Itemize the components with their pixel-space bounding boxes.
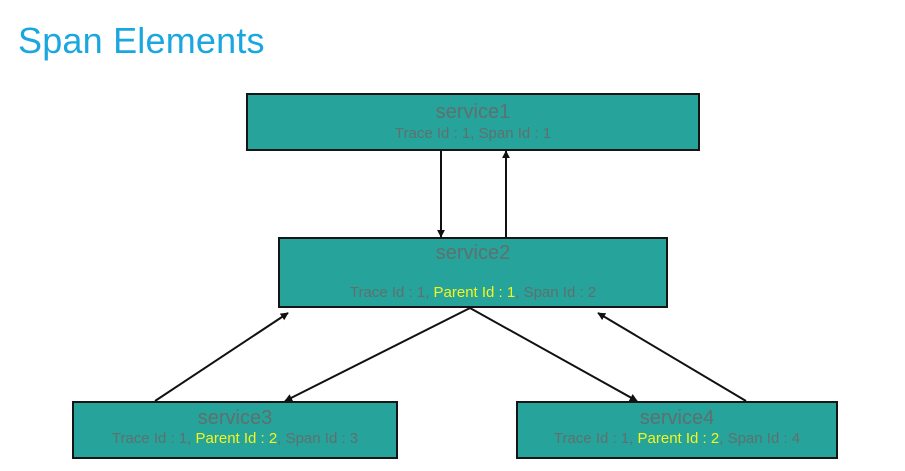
service2-separator-2: , — [515, 284, 524, 301]
service4-ids: Trace Id : 1, Parent Id : 2, Span Id : 4 — [518, 430, 836, 448]
service3-name: service3 — [197, 407, 273, 429]
service4-trace-id: Trace Id : 1 — [553, 430, 630, 447]
service2-ids: Trace Id : 1, Parent Id : 1, Span Id : 2 — [280, 284, 666, 302]
service3-separator-2: , — [277, 430, 286, 447]
service2-parent-id: Parent Id : 1 — [433, 284, 516, 301]
service3-box: service3 Trace Id : 1, Parent Id : 2, Sp… — [72, 401, 398, 459]
edge-service2-to-service3 — [284, 307, 471, 402]
service1-separator: , — [470, 125, 479, 142]
service2-span-id: Span Id : 2 — [523, 284, 597, 301]
page-title: Span Elements — [18, 20, 265, 61]
service1-trace-id: Trace Id : 1 — [394, 125, 471, 142]
service2-box: service2 Trace Id : 1, Parent Id : 1, Sp… — [278, 237, 668, 308]
service4-name: service4 — [639, 407, 715, 429]
service4-parent-id: Parent Id : 2 — [637, 430, 720, 447]
service1-ids: Trace Id : 1, Span Id : 1 — [248, 125, 698, 143]
service1-box: service1 Trace Id : 1, Span Id : 1 — [246, 93, 700, 151]
service3-separator-1: , — [187, 430, 196, 447]
service4-separator-2: , — [719, 430, 728, 447]
service4-box: service4 Trace Id : 1, Parent Id : 2, Sp… — [516, 401, 838, 459]
service2-separator-1: , — [425, 284, 434, 301]
service3-parent-id: Parent Id : 2 — [195, 430, 278, 447]
service2-name: service2 — [435, 242, 511, 264]
service1-span-id: Span Id : 1 — [478, 125, 552, 142]
service3-span-id: Span Id : 3 — [285, 430, 359, 447]
service3-trace-id: Trace Id : 1 — [111, 430, 188, 447]
edge-service2-to-service4 — [469, 307, 638, 402]
edge-service4-to-service2 — [597, 312, 747, 402]
service4-span-id: Span Id : 4 — [727, 430, 801, 447]
service3-ids: Trace Id : 1, Parent Id : 2, Span Id : 3 — [74, 430, 396, 448]
edge-service3-to-service2 — [154, 312, 289, 402]
service1-name: service1 — [435, 101, 511, 123]
service4-separator-1: , — [629, 430, 638, 447]
service2-trace-id: Trace Id : 1 — [349, 284, 426, 301]
